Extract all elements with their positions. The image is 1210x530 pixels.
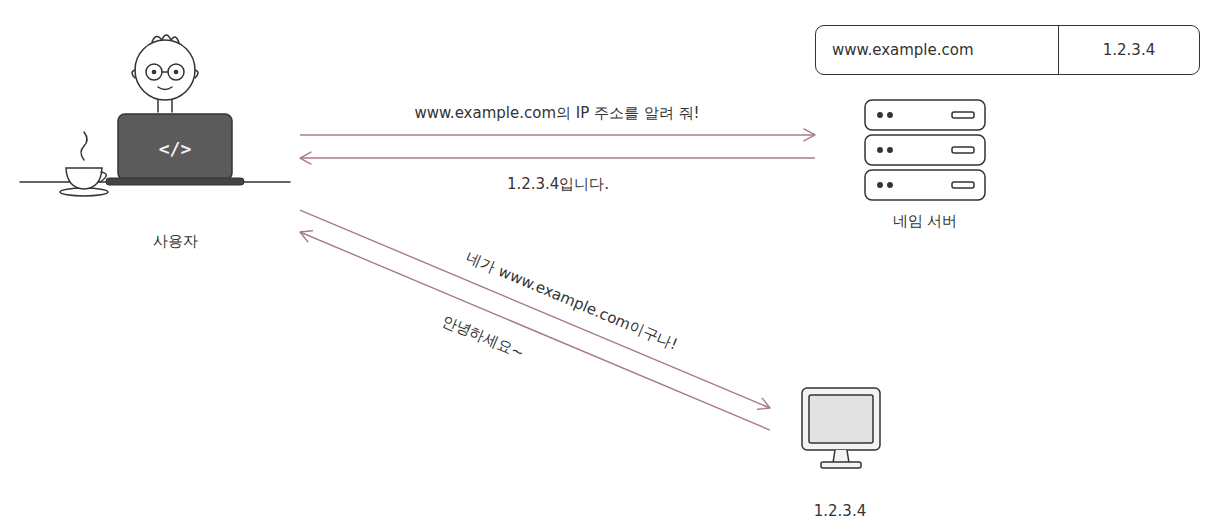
node-text: 사용자 (153, 232, 198, 251)
computer-monitor-part (833, 450, 849, 463)
user-figure-part (174, 70, 177, 73)
arrow-head (804, 129, 815, 141)
message-label: 1.2.3.4입니다. (503, 175, 611, 193)
name-server-node: 네임 서버 (815, 90, 1035, 235)
user-figure-part (135, 40, 195, 100)
arrow-line (300, 157, 815, 158)
user-figure-part (152, 70, 155, 73)
server-icon-part (952, 112, 974, 118)
server-icon-part (878, 113, 882, 117)
user-figure-part (146, 64, 162, 80)
node-text: 네임 서버 (893, 212, 958, 231)
computer-node: 1.2.3.4 (770, 380, 910, 525)
arrow-line (300, 210, 770, 408)
node-text: 1.2.3.4 (814, 502, 866, 521)
server-icon-part (952, 182, 974, 188)
coffee-cup-part (100, 172, 106, 182)
laptop (106, 114, 244, 185)
server-icon-part (888, 113, 892, 117)
user-figure (20, 35, 290, 182)
user-figure-part (157, 98, 159, 112)
server-icon (865, 100, 985, 200)
computer-monitor-part (802, 388, 880, 450)
user-figure-part (132, 70, 135, 78)
coffee-cup (60, 132, 108, 196)
arrow-head (758, 398, 770, 409)
arrow-head (300, 231, 312, 242)
server-icon-part (888, 183, 892, 187)
message-label: www.example.com의 IP 주소를 알려 줘! (412, 104, 703, 122)
server-icon-part (888, 148, 892, 152)
user-figure-part (168, 64, 184, 80)
computer-monitor-part (809, 395, 873, 443)
message-arrow (300, 231, 770, 430)
computer-monitor (802, 388, 880, 468)
node-text: 1.2.3.4 (1103, 41, 1155, 60)
user-figure-part (152, 35, 179, 43)
computer-monitor-part (821, 462, 861, 468)
message-arrow (300, 129, 815, 141)
user-figure-part (171, 98, 173, 112)
arrow-line (300, 134, 815, 135)
message-arrow (300, 210, 770, 409)
user-figure-part (162, 71, 168, 73)
arrow-head (300, 152, 311, 164)
server-icon-part (878, 148, 882, 152)
code-symbol: </> (159, 138, 192, 159)
server-icon-part (865, 170, 985, 200)
message-label: 안녕하세요~ (436, 311, 529, 364)
user-figure-part (195, 70, 198, 78)
server-icon-part (878, 183, 882, 187)
coffee-cup-part (81, 132, 87, 160)
laptop-part (118, 114, 232, 180)
node-text: www.example.com (832, 41, 974, 60)
server-icon-part (865, 100, 985, 130)
arrow-line (300, 232, 770, 430)
laptop-part (106, 178, 244, 185)
coffee-cup-part (66, 168, 102, 189)
table-cell: 1.2.3.4 (1059, 26, 1199, 74)
table-cell: www.example.com (816, 26, 1059, 74)
user-figure-part (158, 87, 172, 90)
server-icon-part (952, 147, 974, 153)
dns-record-table: www.example.com 1.2.3.4 (815, 25, 1200, 75)
message-arrow (300, 152, 815, 164)
server-icon-part (865, 135, 985, 165)
